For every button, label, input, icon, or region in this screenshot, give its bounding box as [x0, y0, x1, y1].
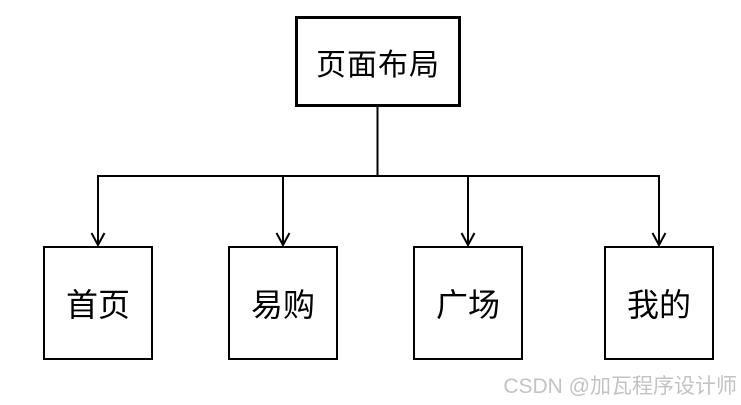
- node-mine: 我的: [604, 246, 714, 360]
- node-plaza: 广场: [413, 246, 523, 360]
- node-label: 广场: [435, 287, 500, 323]
- node-label: 我的: [626, 287, 691, 323]
- connector-arrow-1: [90, 175, 106, 248]
- watermark-text: CSDN @加瓦程序设计师: [503, 375, 737, 398]
- connector-arrow-3: [460, 175, 476, 248]
- node-home: 首页: [43, 246, 153, 360]
- arrowhead-icon: [275, 232, 291, 248]
- node-label: 易购: [250, 287, 315, 323]
- arrowhead-icon: [651, 232, 667, 248]
- connector-arrow-2: [275, 175, 291, 248]
- arrowhead-icon: [460, 232, 476, 248]
- node-page-layout: 页面布局: [295, 16, 461, 107]
- node-yigou: 易购: [228, 246, 338, 360]
- arrowhead-icon: [90, 232, 106, 248]
- node-label: 页面布局: [316, 48, 440, 82]
- connector-arrow-4: [651, 175, 667, 248]
- node-label: 首页: [65, 287, 130, 323]
